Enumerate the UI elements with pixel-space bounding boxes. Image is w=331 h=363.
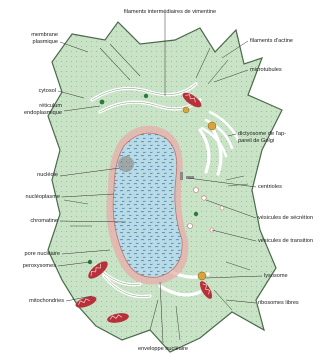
label-centrioles: centrioles xyxy=(258,184,282,191)
label-dictyosome-line1: dictyosome de l'ap- xyxy=(238,131,286,138)
label-enveloppe-nucleaire: enveloppe nucléaire xyxy=(115,346,211,353)
label-nucleole: nucléole xyxy=(2,172,58,179)
label-vesicules-secretion: vésicules de sécrétion xyxy=(258,215,313,222)
label-reticulum-line2: endoplasmique xyxy=(2,110,62,117)
label-membrane-plasmique-line2: plasmique xyxy=(2,39,58,46)
label-pore-nucleaire: pore nucléaire xyxy=(2,251,60,258)
label-filaments-vimentine: filaments intermédiaires de vimentine xyxy=(115,9,225,16)
label-nucleoplasme: nucléoplasme xyxy=(2,194,60,201)
label-peroxysomes: peroxysomes xyxy=(2,263,56,270)
label-dictyosome-line2: pareil de Golgi xyxy=(238,138,274,145)
label-filaments-actine: filaments d'actine xyxy=(250,38,293,45)
label-cytosol: cytosol xyxy=(2,88,56,95)
label-microtubules: microtubules xyxy=(250,67,282,74)
label-membrane-plasmique-line1: membrane xyxy=(2,32,58,39)
label-chromatine: chromatine xyxy=(2,218,58,225)
label-vesicules-transition: vésicules de transition xyxy=(258,238,313,245)
label-lysosome: lysosome xyxy=(264,273,288,280)
label-ribosomes-libres: ribosomes libres xyxy=(258,300,299,307)
label-reticulum-line1: réticulum xyxy=(2,103,62,110)
label-mitochondries: mitochondries xyxy=(2,298,64,305)
